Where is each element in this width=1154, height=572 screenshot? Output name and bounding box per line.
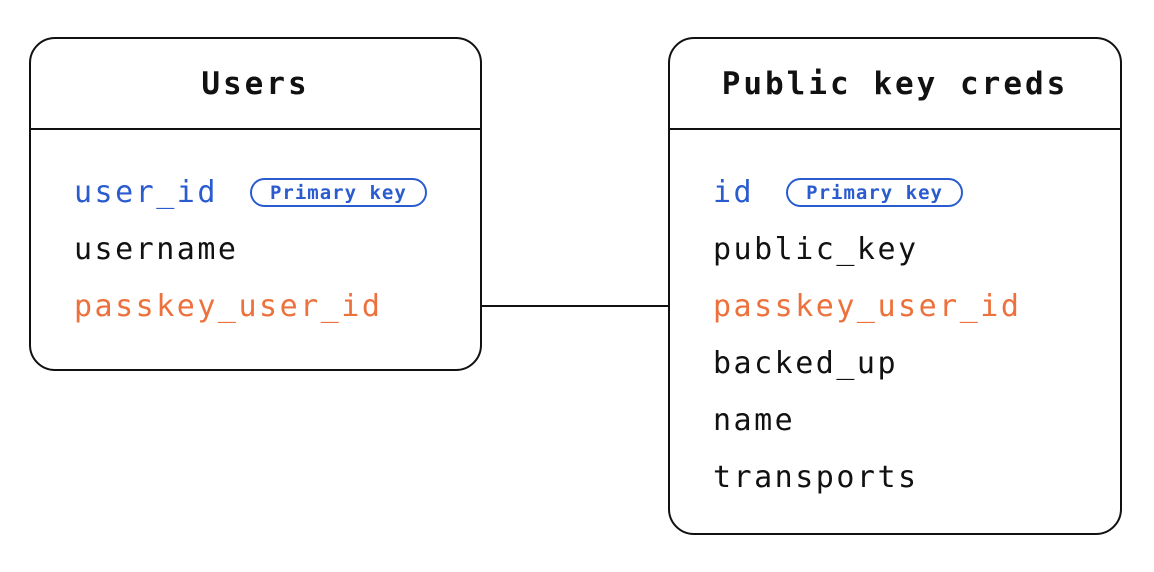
field-name: name <box>713 403 796 438</box>
field-row-name: name <box>713 392 1120 449</box>
table-public-key-creds-title: Public key creds <box>670 39 1120 130</box>
field-row-user_id: user_id Primary key <box>74 164 480 221</box>
field-row-transports: transports <box>713 449 1120 506</box>
table-public-key-creds: Public key creds id Primary key public_key… <box>668 37 1122 535</box>
field-name: backed_up <box>713 346 899 381</box>
table-users-fields: user_id Primary key username passkey_user_i… <box>31 130 480 335</box>
field-name: public_key <box>713 232 919 267</box>
field-row-id: id Primary key <box>713 164 1120 221</box>
field-name: transports <box>713 460 919 495</box>
field-name: passkey_user_id <box>713 289 1022 324</box>
field-row-backed_up: backed_up <box>713 335 1120 392</box>
field-name: username <box>74 232 239 267</box>
primary-key-badge: Primary key <box>786 178 963 207</box>
field-row-username: username <box>74 221 480 278</box>
field-name: id <box>713 175 755 210</box>
relationship-line <box>482 305 668 307</box>
field-row-passkey_user_id: passkey_user_id <box>74 278 480 335</box>
primary-key-badge: Primary key <box>249 178 427 207</box>
table-users-title: Users <box>31 39 480 130</box>
field-name: passkey_user_id <box>74 289 383 324</box>
field-name: user_id <box>74 175 218 210</box>
field-row-public_key: public_key <box>713 221 1120 278</box>
table-users: Users user_id Primary key username passkey_… <box>29 37 482 371</box>
field-row-passkey_user_id: passkey_user_id <box>713 278 1120 335</box>
